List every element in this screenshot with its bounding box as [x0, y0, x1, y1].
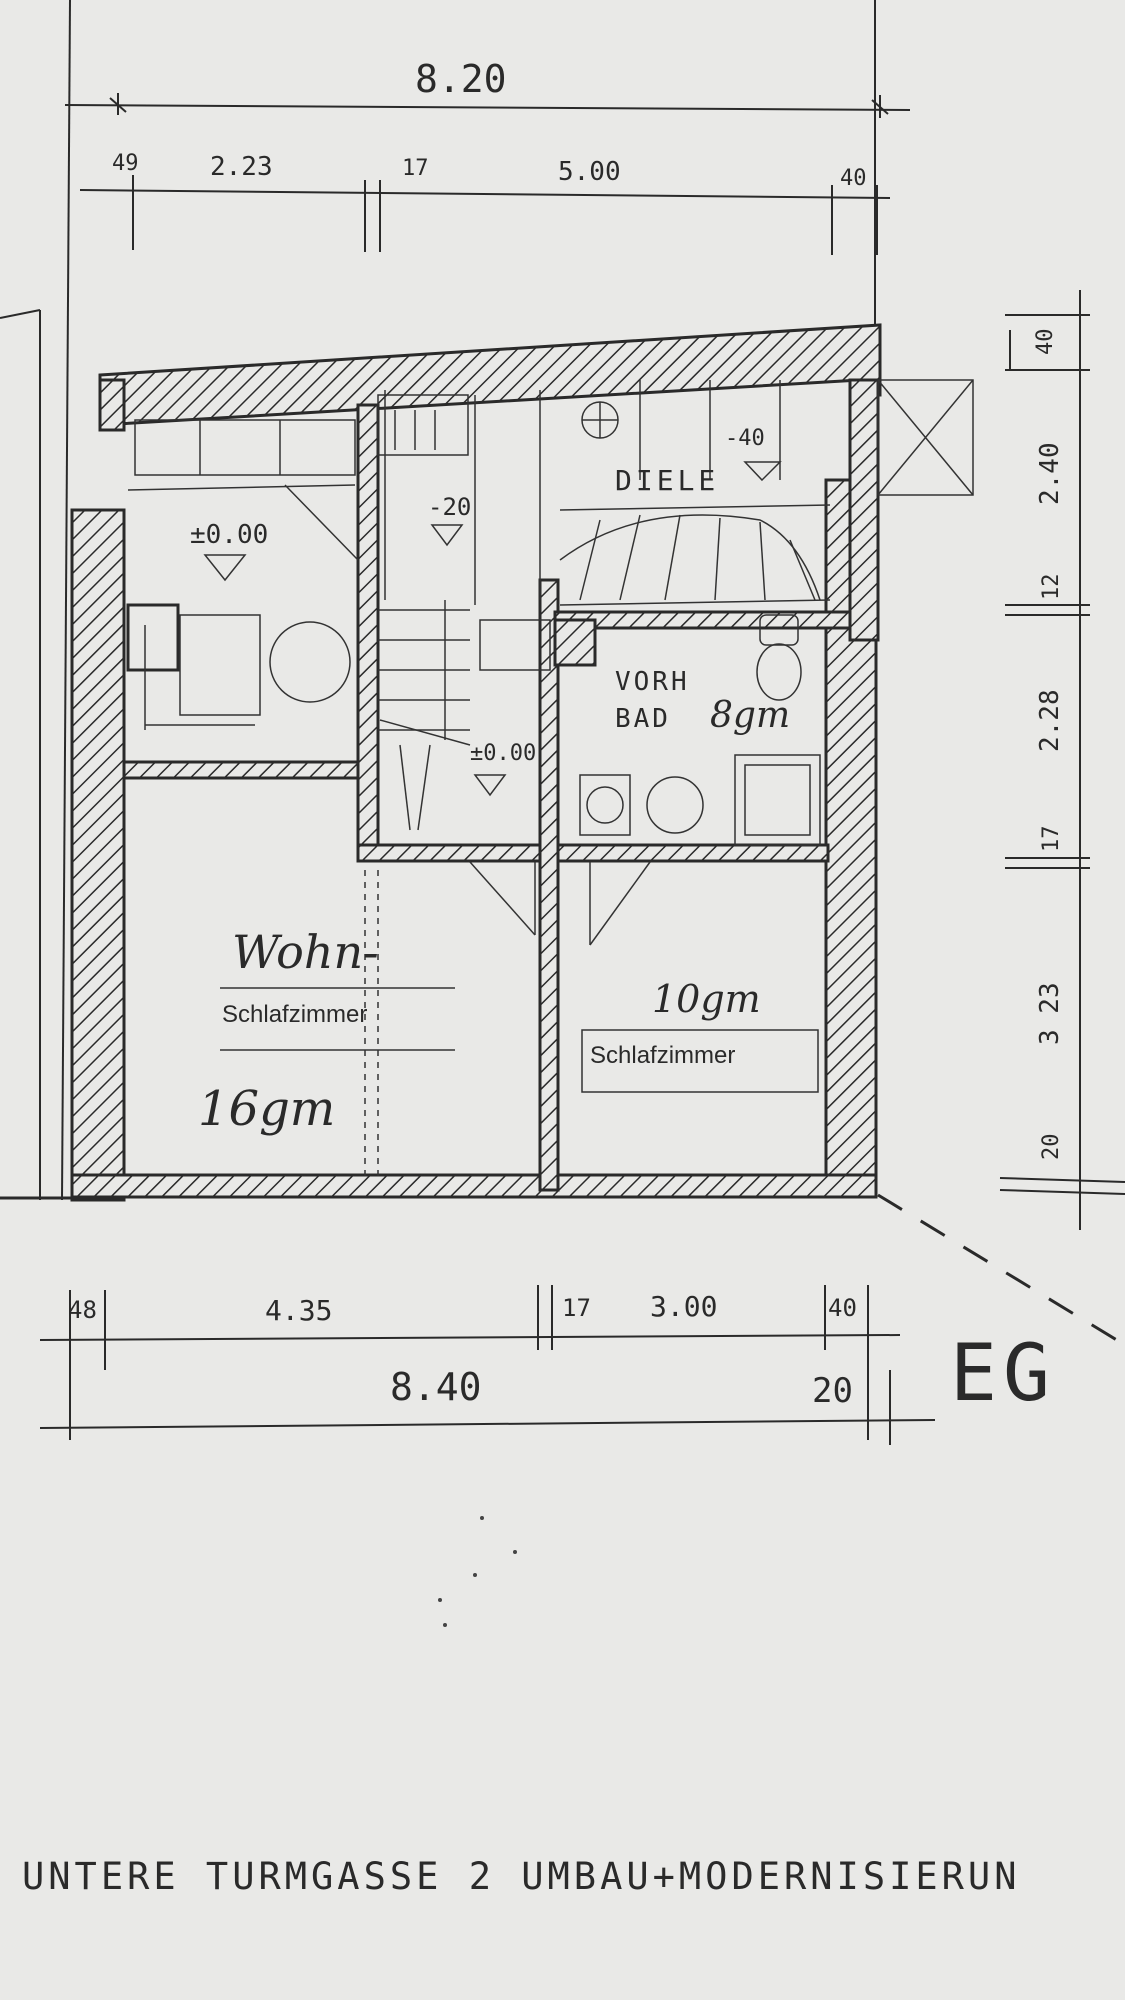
- dim-bottom-left-wall: 48: [68, 1296, 97, 1324]
- level-marker-hall: [473, 774, 507, 797]
- dim-bottom-right-wall: 40: [828, 1294, 857, 1322]
- window-left-cut: [126, 603, 180, 672]
- room-wohn-hand: Wohn-: [232, 925, 379, 979]
- speck: [473, 1573, 477, 1577]
- level-marker-kitchen: [203, 554, 247, 582]
- stairs: [377, 390, 551, 831]
- paper-edge-left: [61, 0, 71, 1201]
- dim-bottom-inner-wall: 17: [562, 1294, 591, 1322]
- dim-bottom-room1: 4.35: [265, 1294, 332, 1327]
- dim-bottom-extra: 20: [812, 1371, 853, 1411]
- wall-stub: [553, 618, 597, 667]
- dim-top-left-wall: 49: [112, 151, 139, 176]
- project-title: UNTERE TURMGASSE 2 UMBAU+MODERNISIERUN: [22, 1855, 1021, 1898]
- room-vorh: VORH: [615, 667, 690, 697]
- bath-fixtures: [579, 614, 821, 846]
- room-wohn-label: Schlafzimmer: [222, 1001, 367, 1028]
- diele-area: [539, 380, 831, 606]
- dim-right-323: 3 23: [1035, 982, 1065, 1045]
- dim-bottom-room2: 3.00: [650, 1290, 717, 1323]
- dim-right-228: 2.28: [1035, 689, 1065, 752]
- dim-top-room2: 5.00: [558, 157, 621, 187]
- door-swings: [364, 861, 651, 1180]
- room-bad-area: 8gm: [710, 695, 790, 736]
- speck: [443, 1623, 447, 1627]
- room-bad: BAD: [615, 704, 671, 734]
- dim-right-240: 2.40: [1035, 442, 1065, 505]
- kitchen-furniture: [127, 419, 359, 730]
- room-wohn-area: 16gm: [198, 1081, 335, 1137]
- dim-top-total: 8.20: [415, 57, 507, 101]
- speck: [438, 1598, 442, 1602]
- dim-right-20: 20: [1039, 1134, 1064, 1161]
- wall-bath-south: [356, 843, 830, 863]
- balcony: [877, 379, 974, 496]
- top-dimension-chain: [64, 93, 911, 255]
- dim-bottom-total: 8.40: [390, 1365, 482, 1409]
- east-wall-upper: [848, 378, 880, 642]
- dim-top-right-wall: 40: [840, 166, 867, 191]
- floor-label: EG: [950, 1329, 1056, 1419]
- dim-right-17: 17: [1039, 826, 1064, 853]
- neighbor-line-2: [0, 309, 41, 319]
- dashed-diagonal: [877, 1193, 1125, 1347]
- wall-center: [538, 578, 560, 1192]
- room-diele: DIELE: [615, 464, 719, 497]
- level-storage: -40: [725, 426, 765, 451]
- level-hall: ±0.00: [470, 741, 536, 766]
- bottom-dimension-chain: [39, 1285, 936, 1445]
- speck: [480, 1516, 484, 1520]
- north-wall: [98, 323, 882, 427]
- level-kitchen: ±0.00: [190, 520, 268, 550]
- schlaf-label-box: [581, 1029, 819, 1093]
- dim-right-12: 12: [1039, 574, 1064, 601]
- level-stair: -20: [428, 493, 471, 521]
- room-schlaf-area: 10gm: [652, 977, 761, 1021]
- west-wall: [70, 508, 126, 1202]
- level-marker-storage: [743, 461, 782, 482]
- level-marker-stair: [430, 524, 464, 547]
- wall-diele-south: [553, 610, 852, 630]
- south-wall: [70, 1173, 878, 1199]
- dim-right-40: 40: [1033, 329, 1058, 356]
- room-schlaf-label: Schlafzimmer: [590, 1042, 735, 1069]
- right-dimension-chain: [999, 290, 1125, 1230]
- dim-top-inner-wall: 17: [402, 156, 429, 181]
- speck: [513, 1550, 517, 1554]
- dim-top-room1: 2.23: [210, 152, 273, 182]
- wall-kitchen-south: [122, 760, 364, 780]
- wall-stair-west: [356, 403, 380, 852]
- west-wall-upper: [98, 378, 126, 432]
